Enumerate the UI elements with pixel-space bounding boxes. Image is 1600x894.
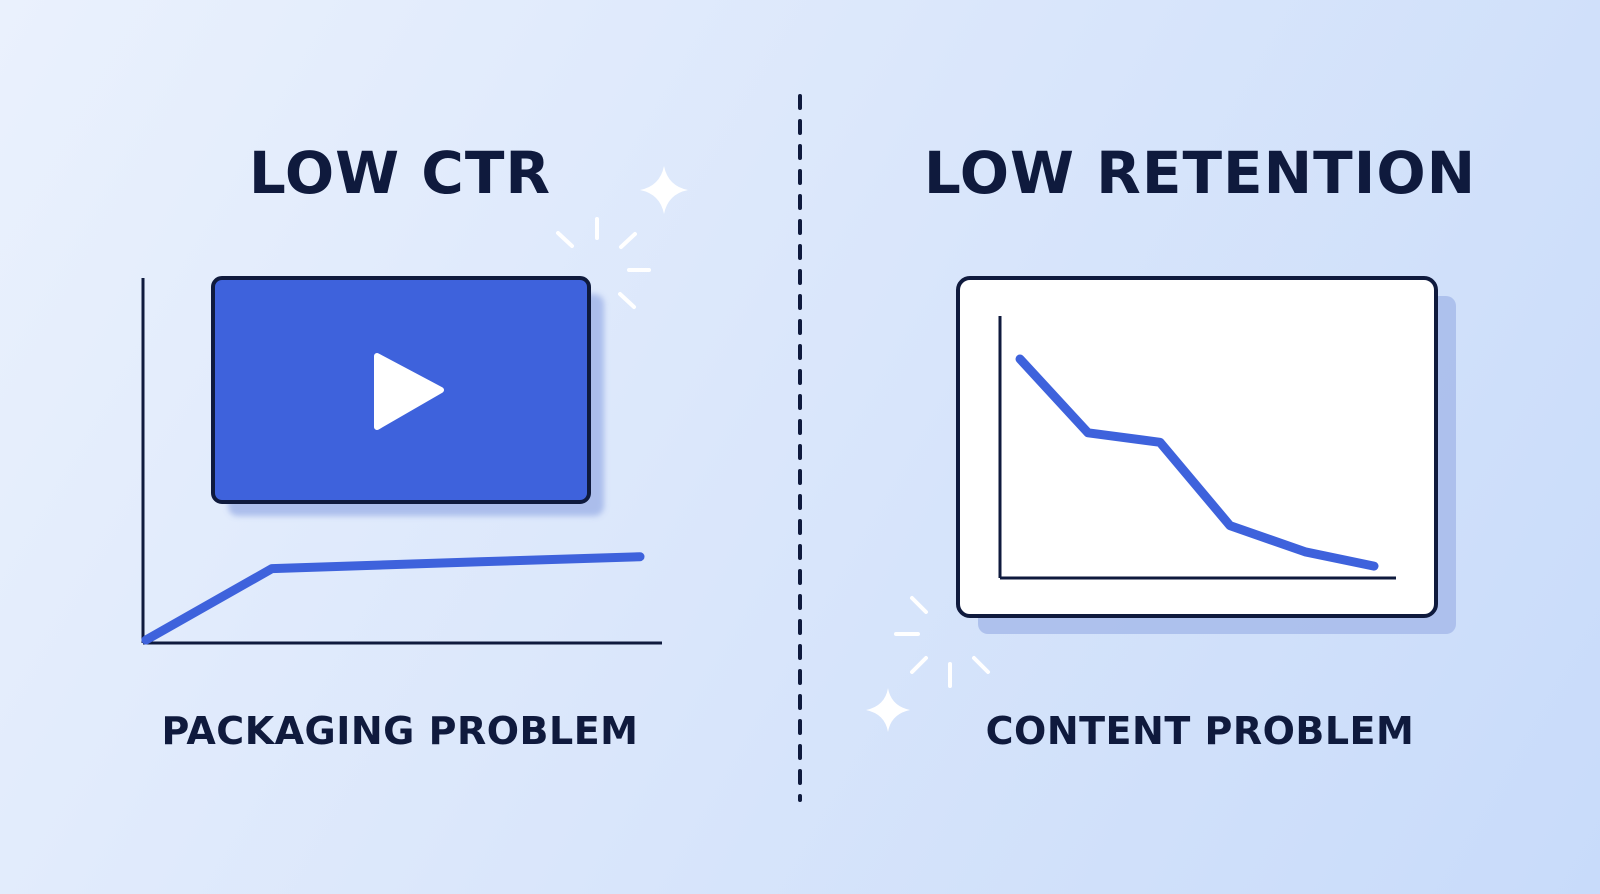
ctr-chart-axes — [141, 278, 662, 645]
packaging-problem-caption: PACKAGING PROBLEM — [161, 709, 639, 753]
low-retention-heading: LOW RETENTION — [923, 139, 1477, 207]
sparkle-icon — [866, 688, 910, 732]
ctr-trend-line — [141, 552, 645, 645]
card-frame — [956, 276, 1438, 618]
sparkle-icon — [640, 166, 688, 214]
low-ctr-heading: LOW CTR — [248, 139, 552, 207]
retention-trend-line — [1015, 354, 1379, 571]
play-icon — [374, 353, 444, 430]
content-problem-caption: CONTENT PROBLEM — [985, 709, 1415, 753]
video-thumbnail — [211, 276, 604, 516]
retention-card — [956, 276, 1456, 634]
burst-icon — [556, 217, 651, 309]
burst-icon — [894, 596, 990, 688]
